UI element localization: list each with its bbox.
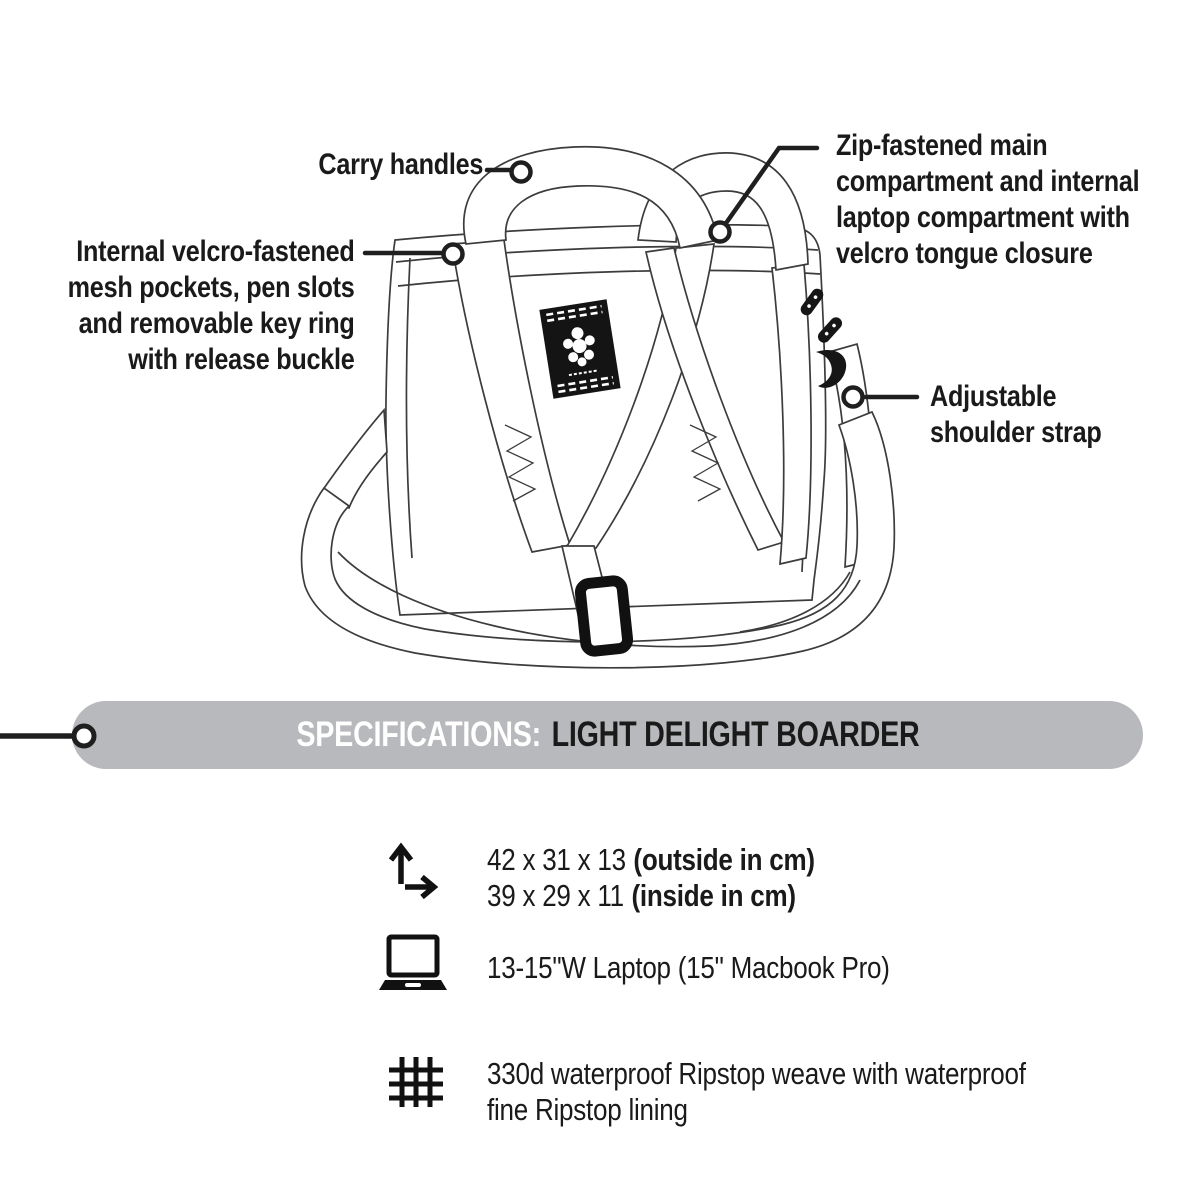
callout-adjustable-strap: Adjustable shoulder strap [930, 379, 1134, 451]
zip-compartment-marker [708, 220, 732, 244]
laptop-icon [375, 934, 451, 998]
weave-grid-icon [386, 1054, 446, 1114]
carry-handle-arches [463, 145, 809, 272]
callout-line: Adjustable [930, 380, 1057, 413]
spec-dimensions-inside: 39 x 29 x 11(inside in cm) [487, 878, 796, 913]
callout-line: velcro tongue closure [836, 237, 1093, 270]
shoulder-strap [300, 342, 896, 669]
spec-material-line: fine Ripstop lining [487, 1092, 688, 1127]
splat-figure-icon [563, 327, 595, 367]
internal-pockets-marker [441, 242, 465, 266]
handle-straps-front [451, 239, 812, 625]
callout-line: with release buckle [128, 343, 356, 376]
spec-bar: SPECIFICATIONS: LIGHT DELIGHT BOARDER [72, 701, 1143, 769]
zip-compartment-connector [721, 145, 820, 229]
spec-bar-title: SPECIFICATIONS: [295, 715, 541, 754]
callout-carry-handles-label: Carry handles [318, 148, 483, 181]
spec-dimensions-outside: 42 x 31 x 13(outside in cm) [487, 842, 815, 877]
callout-line: and removable key ring [79, 307, 356, 340]
callout-internal-pockets: Internal velcro-fastened mesh pockets, p… [13, 234, 355, 378]
spec-material-line: 330d waterproof Ripstop weave with water… [487, 1056, 1026, 1091]
callout-line: shoulder strap [930, 416, 1102, 449]
carry-handles-marker [509, 160, 533, 184]
spec-laptop: 13-15"W Laptop (15" Macbook Pro) [487, 950, 966, 986]
callout-carry-handles: Carry handles [287, 147, 483, 183]
callout-line: compartment and internal [836, 165, 1140, 198]
bag-body [385, 223, 827, 616]
zipper-pulls [800, 288, 847, 388]
spec-bar-product-name: LIGHT DELIGHT BOARDER [551, 715, 920, 754]
callout-line: Zip-fastened main [836, 129, 1048, 162]
spec-laptop-text: 13-15"W Laptop (15" Macbook Pro) [487, 950, 890, 985]
spec-material: 330d waterproof Ripstop weave with water… [487, 1056, 1128, 1128]
strap-hook [816, 349, 847, 388]
callout-zip-compartment: Zip-fastened main compartment and intern… [836, 128, 1197, 272]
dimension-arrows-icon [380, 840, 444, 900]
brand-logo-patch [539, 299, 621, 399]
callout-line: Internal velcro-fastened [76, 235, 356, 268]
adjustable-strap-marker [841, 385, 865, 409]
strap-stitch-zigzags [504, 424, 722, 502]
spec-dimensions: 42 x 31 x 13(outside in cm) 39 x 29 x 11… [487, 842, 877, 914]
callout-line: mesh pockets, pen slots [68, 271, 355, 304]
strap-buckle [574, 575, 634, 657]
callout-line: laptop compartment with [836, 201, 1130, 234]
